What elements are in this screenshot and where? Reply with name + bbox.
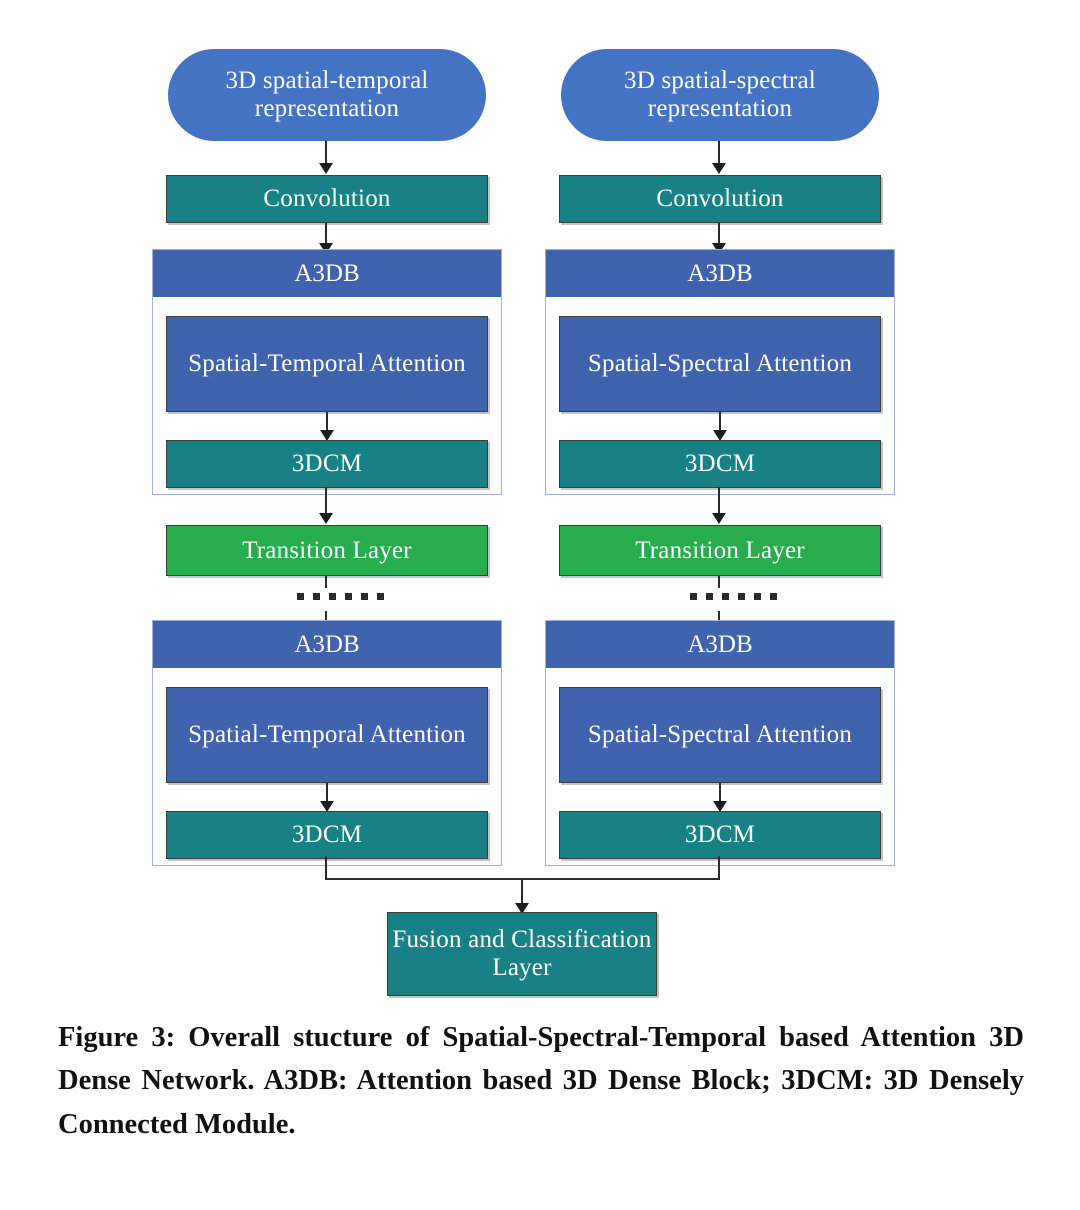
node-label: Spatial-Spectral Attention <box>587 350 853 377</box>
arrow-line-left-3 <box>325 487 327 521</box>
ellipsis-dot <box>722 593 729 600</box>
node-attention-left-1: Spatial-Temporal Attention <box>166 316 488 412</box>
arrow-line-left-2 <box>325 223 327 251</box>
arrow-line-inner-left-2 <box>326 783 328 808</box>
ellipsis-dot <box>770 593 777 600</box>
ellipsis-dot <box>754 593 761 600</box>
arrow-line-right-1 <box>718 141 720 171</box>
node-label: 3DCM <box>684 821 756 848</box>
ellipsis-dot <box>313 593 320 600</box>
node-transition-layer-right: Transition Layer <box>559 525 881 576</box>
group-title-a3db: A3DB <box>153 250 501 297</box>
node-label: 3DCM <box>291 821 363 848</box>
arrow-head-right-1 <box>712 163 726 174</box>
node-label: 3DCM <box>291 450 363 477</box>
node-attention-right-1: Spatial-Spectral Attention <box>559 316 881 412</box>
group-title-label: A3DB <box>294 259 360 287</box>
fusion-arrow-head <box>515 903 529 914</box>
node-transition-layer-left: Transition Layer <box>166 525 488 576</box>
ellipsis-left <box>297 593 384 600</box>
node-label: Spatial-Spectral Attention <box>587 721 853 748</box>
group-a3db-left-1: A3DB Spatial-Temporal Attention 3DCM <box>152 249 502 495</box>
ellipsis-dot <box>329 593 336 600</box>
node-fusion-classification-layer: Fusion and Classification Layer <box>387 912 657 996</box>
ellipsis-dot <box>738 593 745 600</box>
group-a3db-left-2: A3DB Spatial-Temporal Attention 3DCM <box>152 620 502 866</box>
node-label: Transition Layer <box>635 536 805 564</box>
node-input-spatial-temporal: 3D spatial-temporal representation <box>168 49 486 141</box>
group-title-label: A3DB <box>687 259 753 287</box>
ellipsis-dot <box>690 593 697 600</box>
arrow-head-left-1 <box>319 163 333 174</box>
arrow-line-left-1 <box>325 141 327 171</box>
ellipsis-right <box>690 593 777 600</box>
arrow-line-right-3 <box>718 487 720 521</box>
ellipsis-dot <box>297 593 304 600</box>
node-convolution-right: Convolution <box>559 175 881 223</box>
node-label: Fusion and Classification Layer <box>392 926 652 981</box>
arrow-head-left-2 <box>319 243 333 254</box>
fusion-connector-right-vertical <box>718 856 720 880</box>
node-3dcm-right-1: 3DCM <box>559 440 881 488</box>
arrow-line-inner-left-1 <box>326 412 328 437</box>
group-title-a3db: A3DB <box>546 250 894 297</box>
group-a3db-right-2: A3DB Spatial-Spectral Attention 3DCM <box>545 620 895 866</box>
dots-line-right-bottom <box>718 611 720 621</box>
group-title-label: A3DB <box>294 630 360 658</box>
node-label: Convolution <box>263 185 391 212</box>
node-3dcm-right-2: 3DCM <box>559 811 881 859</box>
node-input-spatial-spectral: 3D spatial-spectral representation <box>561 49 879 141</box>
fusion-connector-center-vertical <box>521 878 523 911</box>
figure-diagram: 3D spatial-temporal representation Convo… <box>152 49 895 996</box>
arrow-head-left-3 <box>319 513 333 524</box>
ellipsis-dot <box>377 593 384 600</box>
figure-caption: Figure 3: Overall stucture of Spatial-Sp… <box>58 1022 1024 1140</box>
arrow-head-right-3 <box>712 513 726 524</box>
arrow-head-right-2 <box>712 243 726 254</box>
node-attention-right-2: Spatial-Spectral Attention <box>559 687 881 783</box>
arrow-head-inner-right-2 <box>713 801 727 812</box>
node-attention-left-2: Spatial-Temporal Attention <box>166 687 488 783</box>
node-label: 3D spatial-spectral representation <box>624 67 816 122</box>
node-label: 3DCM <box>684 450 756 477</box>
group-title-a3db: A3DB <box>546 621 894 668</box>
node-3dcm-left-2: 3DCM <box>166 811 488 859</box>
arrow-line-right-2 <box>718 223 720 251</box>
group-title-label: A3DB <box>687 630 753 658</box>
node-label: Convolution <box>656 185 784 212</box>
dots-line-left-bottom <box>325 611 327 621</box>
fusion-connector-left-vertical <box>325 856 327 880</box>
node-label: Transition Layer <box>242 536 412 564</box>
dots-line-right-top <box>718 576 720 588</box>
node-label: Spatial-Temporal Attention <box>188 350 466 377</box>
ellipsis-dot <box>706 593 713 600</box>
arrow-line-inner-right-2 <box>719 783 721 808</box>
arrow-head-inner-left-1 <box>320 430 334 441</box>
group-title-a3db: A3DB <box>153 621 501 668</box>
arrow-head-inner-right-1 <box>713 430 727 441</box>
dots-line-left-top <box>325 576 327 588</box>
node-convolution-left: Convolution <box>166 175 488 223</box>
group-a3db-right-1: A3DB Spatial-Spectral Attention 3DCM <box>545 249 895 495</box>
node-3dcm-left-1: 3DCM <box>166 440 488 488</box>
node-label: 3D spatial-temporal representation <box>225 67 429 122</box>
node-label: Spatial-Temporal Attention <box>188 721 466 748</box>
arrow-head-inner-left-2 <box>320 801 334 812</box>
arrow-line-inner-right-1 <box>719 412 721 437</box>
ellipsis-dot <box>361 593 368 600</box>
ellipsis-dot <box>345 593 352 600</box>
